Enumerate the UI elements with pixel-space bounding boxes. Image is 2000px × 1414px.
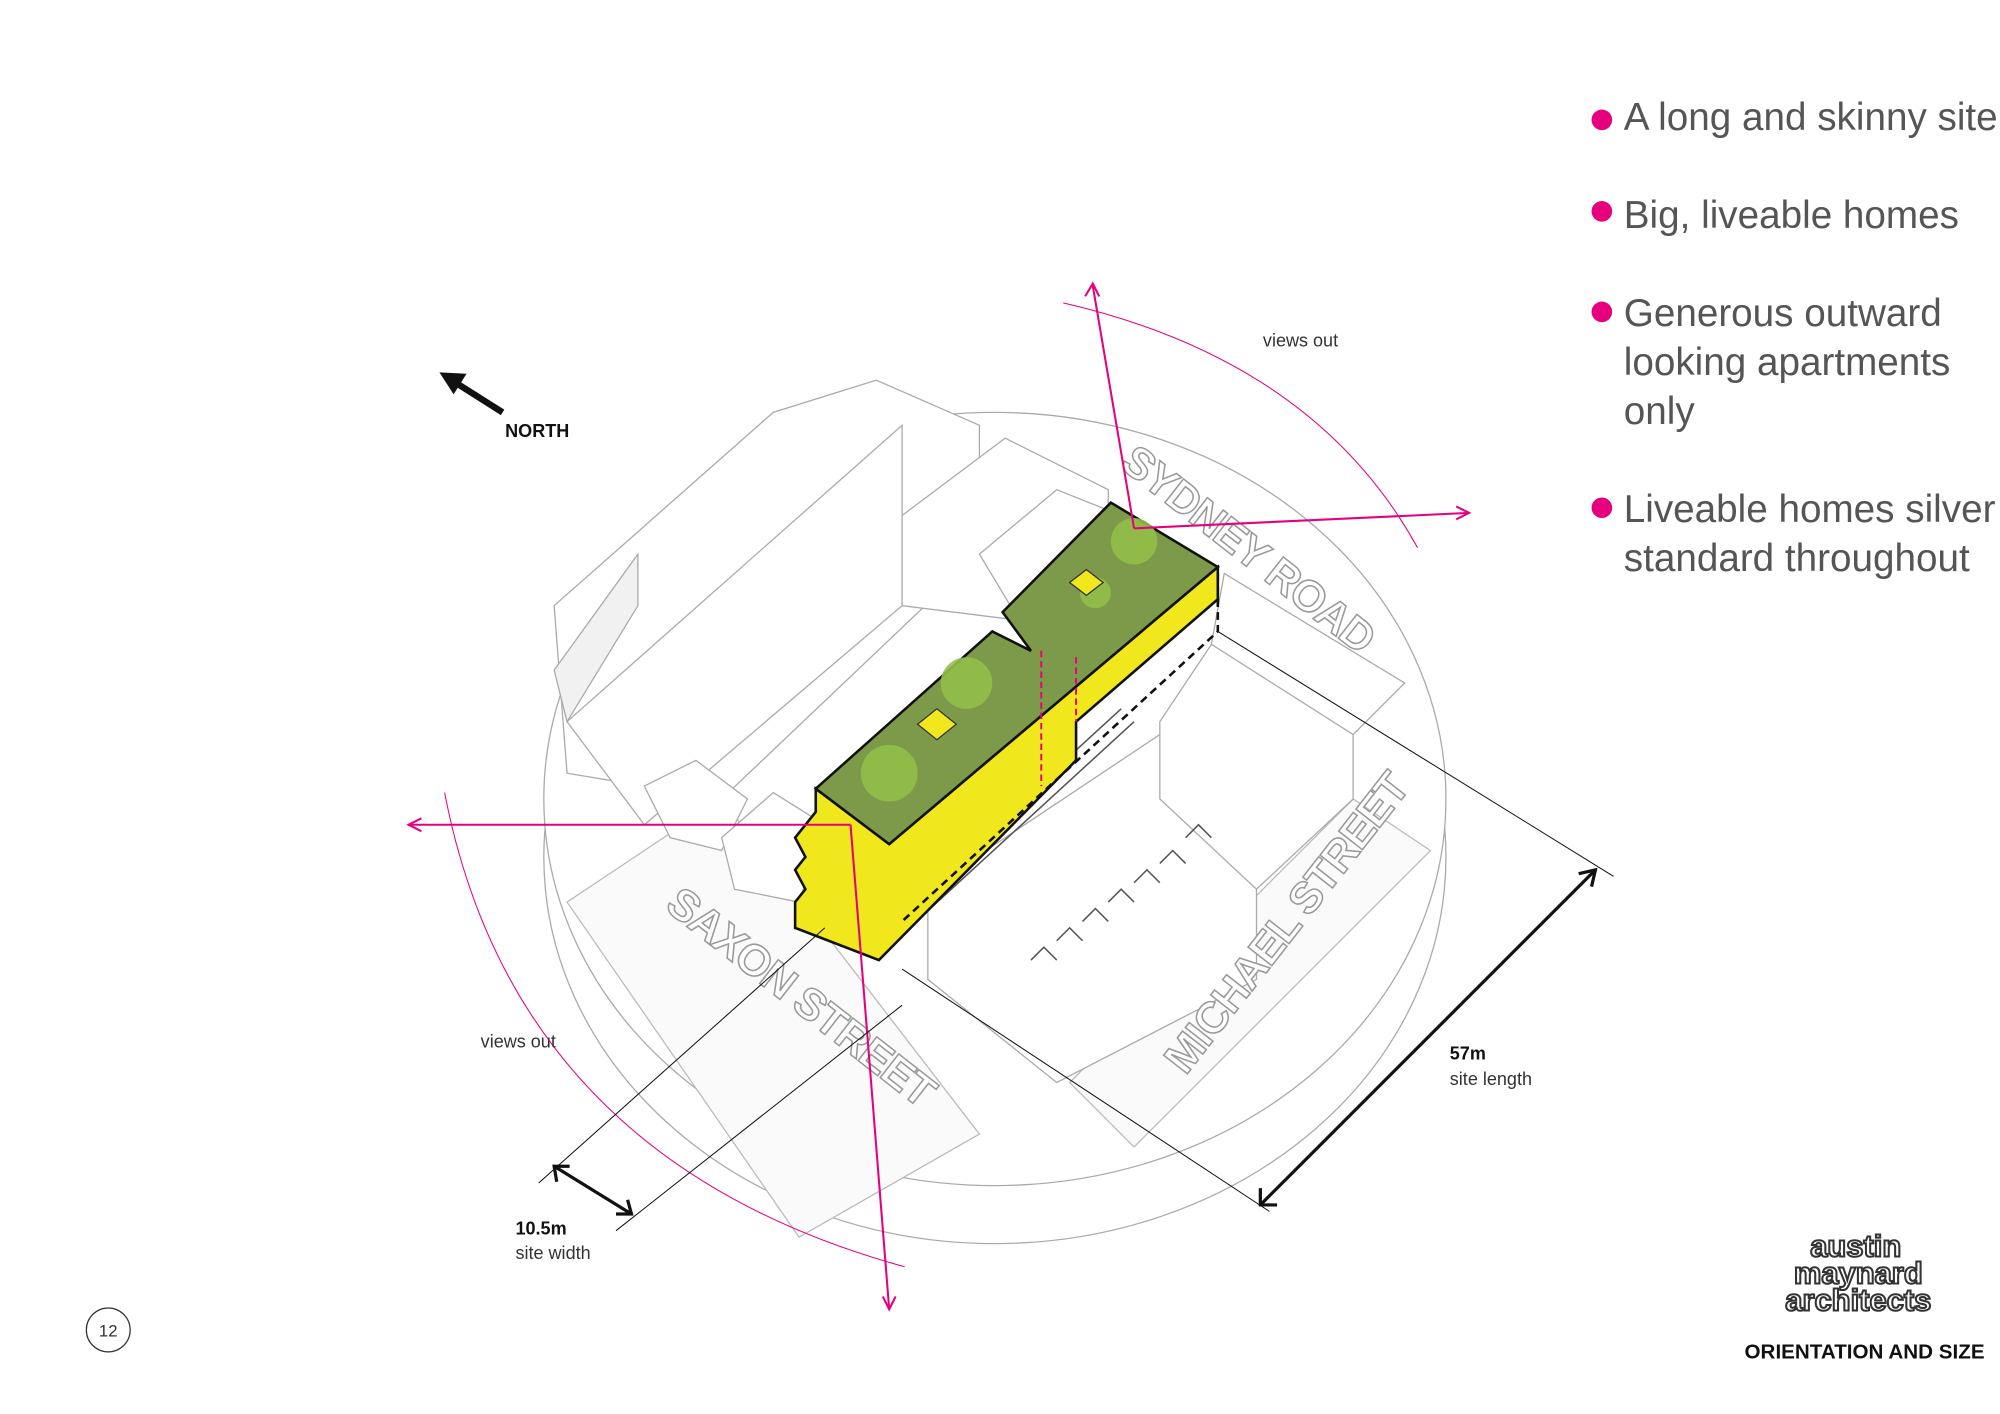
site-width-value: 10.5m [515,1219,566,1239]
bullet-item-cont: only [1624,390,1696,433]
site-length-value: 57m [1450,1043,1486,1063]
dimension-lines [538,631,1614,1232]
svg-text:maynard: maynard [1794,1256,1923,1291]
page-title: ORIENTATION AND SIZE [1745,1340,1985,1363]
bullet-list: A long and skinny site Big, liveable hom… [1591,96,1998,580]
bullet-dot-icon [1591,109,1613,131]
page-number-circle [85,1307,131,1353]
views-out-label-left: views out [481,1032,556,1052]
site-length-label: site length [1450,1069,1532,1089]
bullet-item-cont: looking apartments [1624,341,1951,384]
site-width-label: site width [515,1243,590,1263]
bullet-dot-icon [1591,201,1613,222]
proposed-building [793,500,1221,962]
bullet-item: A long and skinny site [1624,96,1998,139]
bullet-dot-icon [1591,301,1613,323]
north-label: NORTH [505,421,569,441]
bullet-item: Liveable homes silver [1624,488,1996,531]
views-out-label-top: views out [1263,331,1338,351]
bullet-item-cont: standard throughout [1624,537,1970,580]
view-lines [406,281,1472,1312]
bullet-dot-icon [1591,497,1613,519]
north-arrow-icon [439,372,505,416]
bullet-item: Generous outward [1624,292,1942,335]
svg-text:austin: austin [1810,1228,1901,1263]
austin-maynard-architects-logo: austin maynard architects [1784,1227,1932,1318]
svg-text:architects: architects [1785,1283,1931,1318]
bullet-item: Big, liveable homes [1624,194,1959,237]
page-number: 12 [99,1321,118,1340]
